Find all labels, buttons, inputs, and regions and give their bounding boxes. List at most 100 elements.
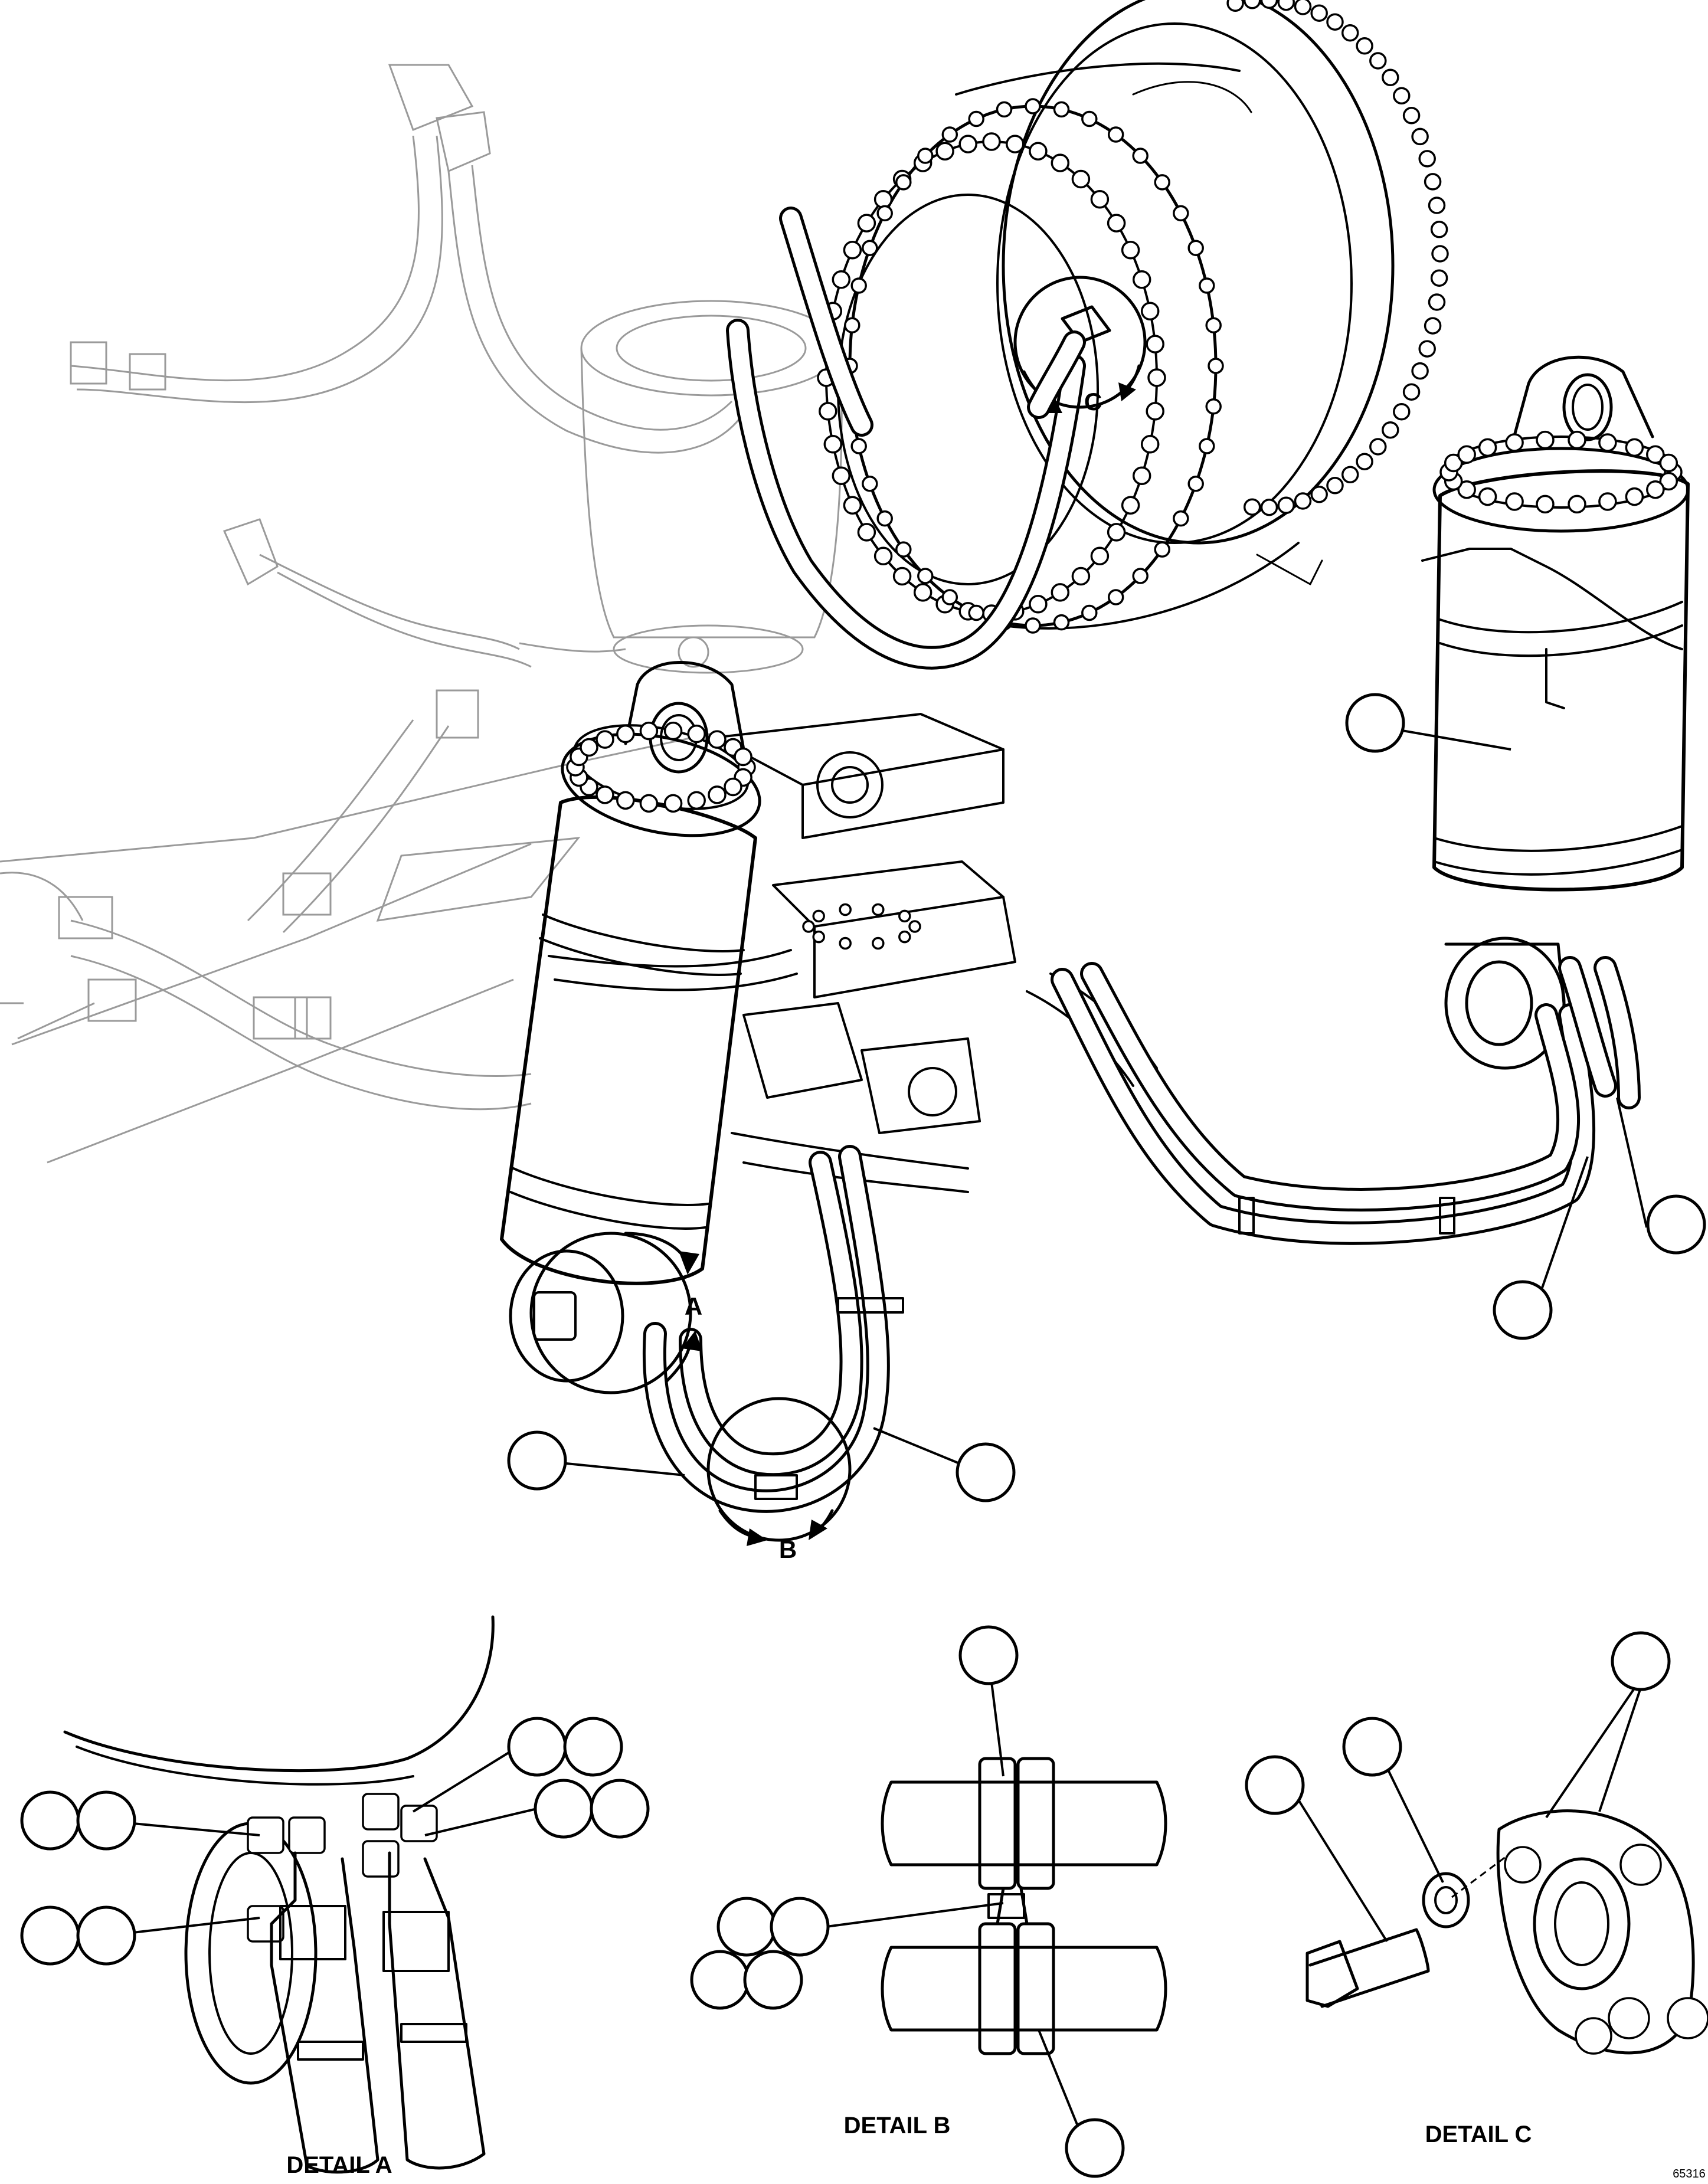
bolt-head (1205, 398, 1222, 415)
bolt-head (819, 402, 837, 421)
detail-a-circle (529, 1232, 702, 1394)
bolt-head (802, 920, 815, 933)
bolt-head (1659, 453, 1678, 473)
bolt-head (958, 135, 977, 153)
bolt-head (1053, 614, 1070, 631)
bolt-head (968, 110, 984, 127)
callout-a-3 (20, 1905, 80, 1966)
detail-b-view (881, 1757, 1167, 2055)
callout-c-1 (1245, 1755, 1305, 1815)
bolt-head (839, 903, 852, 916)
bolt-head (1536, 495, 1555, 514)
bolt-head (1205, 317, 1222, 333)
detail-c-caption: DETAIL C (1425, 2121, 1532, 2147)
detail-c-marker: C (1084, 388, 1102, 415)
callout-c-3 (1611, 1631, 1671, 1691)
bolt-head (687, 791, 706, 810)
callout-left-hose-inner (507, 1430, 567, 1491)
bolt-head (663, 721, 683, 741)
bolt-head (1132, 568, 1149, 584)
bolt-head (1382, 421, 1399, 439)
callout-group-main (507, 693, 1706, 1502)
bolt-head (639, 721, 659, 741)
callout-c-2 (1342, 1717, 1402, 1777)
bolt-head (1646, 445, 1665, 464)
callout-b-6 (1065, 2118, 1125, 2178)
bolt-head (1081, 604, 1098, 621)
bolt-head (857, 523, 876, 542)
bolt-head (1568, 430, 1586, 450)
bolt-head (872, 903, 885, 916)
callout-right-hose-inner (1493, 1280, 1553, 1340)
bolt-head (1053, 101, 1070, 118)
bolt-head (1369, 438, 1387, 456)
figure-id: 65316 (1673, 2167, 1706, 2180)
bolt-head (895, 541, 912, 558)
bolt-head (1598, 492, 1617, 511)
bolt-head (1310, 4, 1328, 22)
bolt-head (1107, 589, 1124, 605)
bolt-head (1478, 487, 1497, 506)
bolt-head (1260, 498, 1278, 516)
bolt-head (1154, 174, 1170, 191)
bolt-head (1187, 476, 1204, 492)
detail-c-view (1305, 1809, 1708, 2055)
bolt-head (832, 270, 851, 289)
bolt-head (917, 568, 934, 584)
bolt-head (616, 724, 635, 744)
bolt-head (1025, 98, 1041, 114)
callout-a-8 (590, 1779, 650, 1839)
bolt-head (1140, 302, 1160, 321)
bolt-head (898, 930, 911, 944)
bolt-head (812, 930, 825, 944)
bolt-head (812, 909, 825, 923)
bolt-head (1146, 335, 1164, 353)
bolt-head (935, 142, 954, 161)
bolt-head (996, 101, 1013, 118)
callout-b-1 (958, 1625, 1019, 1685)
detail-c-circle (1013, 276, 1147, 419)
bolt-head (1418, 150, 1436, 168)
bolt-head (1418, 340, 1436, 358)
bolt-head (1341, 466, 1359, 484)
bolt-head (1625, 487, 1644, 506)
bolt-head (1326, 477, 1344, 495)
bolt-head (1294, 492, 1312, 510)
bolt-head (1199, 438, 1215, 454)
bolt-head (1173, 510, 1189, 527)
detail-b-caption: DETAIL B (844, 2113, 951, 2139)
bolt-head (1411, 127, 1429, 146)
bolt-head (1457, 480, 1476, 499)
bolt-head (1071, 567, 1091, 586)
main-hoses (643, 207, 1641, 1513)
bolt-head (708, 730, 727, 749)
bolt-head (580, 738, 598, 757)
ring-bolts (817, 0, 1449, 634)
bolt-head (1326, 13, 1344, 31)
callout-a-4 (76, 1905, 136, 1966)
bolt-head (1132, 466, 1151, 485)
callout-a-5 (507, 1717, 567, 1777)
bolt-head (1369, 52, 1387, 70)
bolt-head (839, 937, 852, 950)
upper-left-hose-lines (70, 64, 745, 668)
bolt-head (1243, 498, 1261, 516)
detail-b-callouts (690, 1625, 1125, 2178)
detail-b-circle (706, 1397, 852, 1546)
bolt-head (639, 794, 659, 813)
bolt-head (1411, 362, 1429, 380)
bolt-head (724, 777, 742, 797)
bolt-head (1598, 433, 1617, 452)
bolt-head (917, 148, 934, 164)
detail-b-marker: B (779, 1535, 797, 1563)
bolt-head (843, 240, 862, 260)
bolt-head (1154, 541, 1170, 558)
detail-a-caption: DETAIL A (286, 2152, 392, 2178)
bolt-head (1090, 189, 1110, 209)
bolt-head (1402, 107, 1421, 125)
callout-a-1 (20, 1790, 80, 1851)
bolt-head (1430, 221, 1448, 238)
bolt-head (1081, 110, 1098, 127)
bolt-head (1146, 402, 1164, 421)
